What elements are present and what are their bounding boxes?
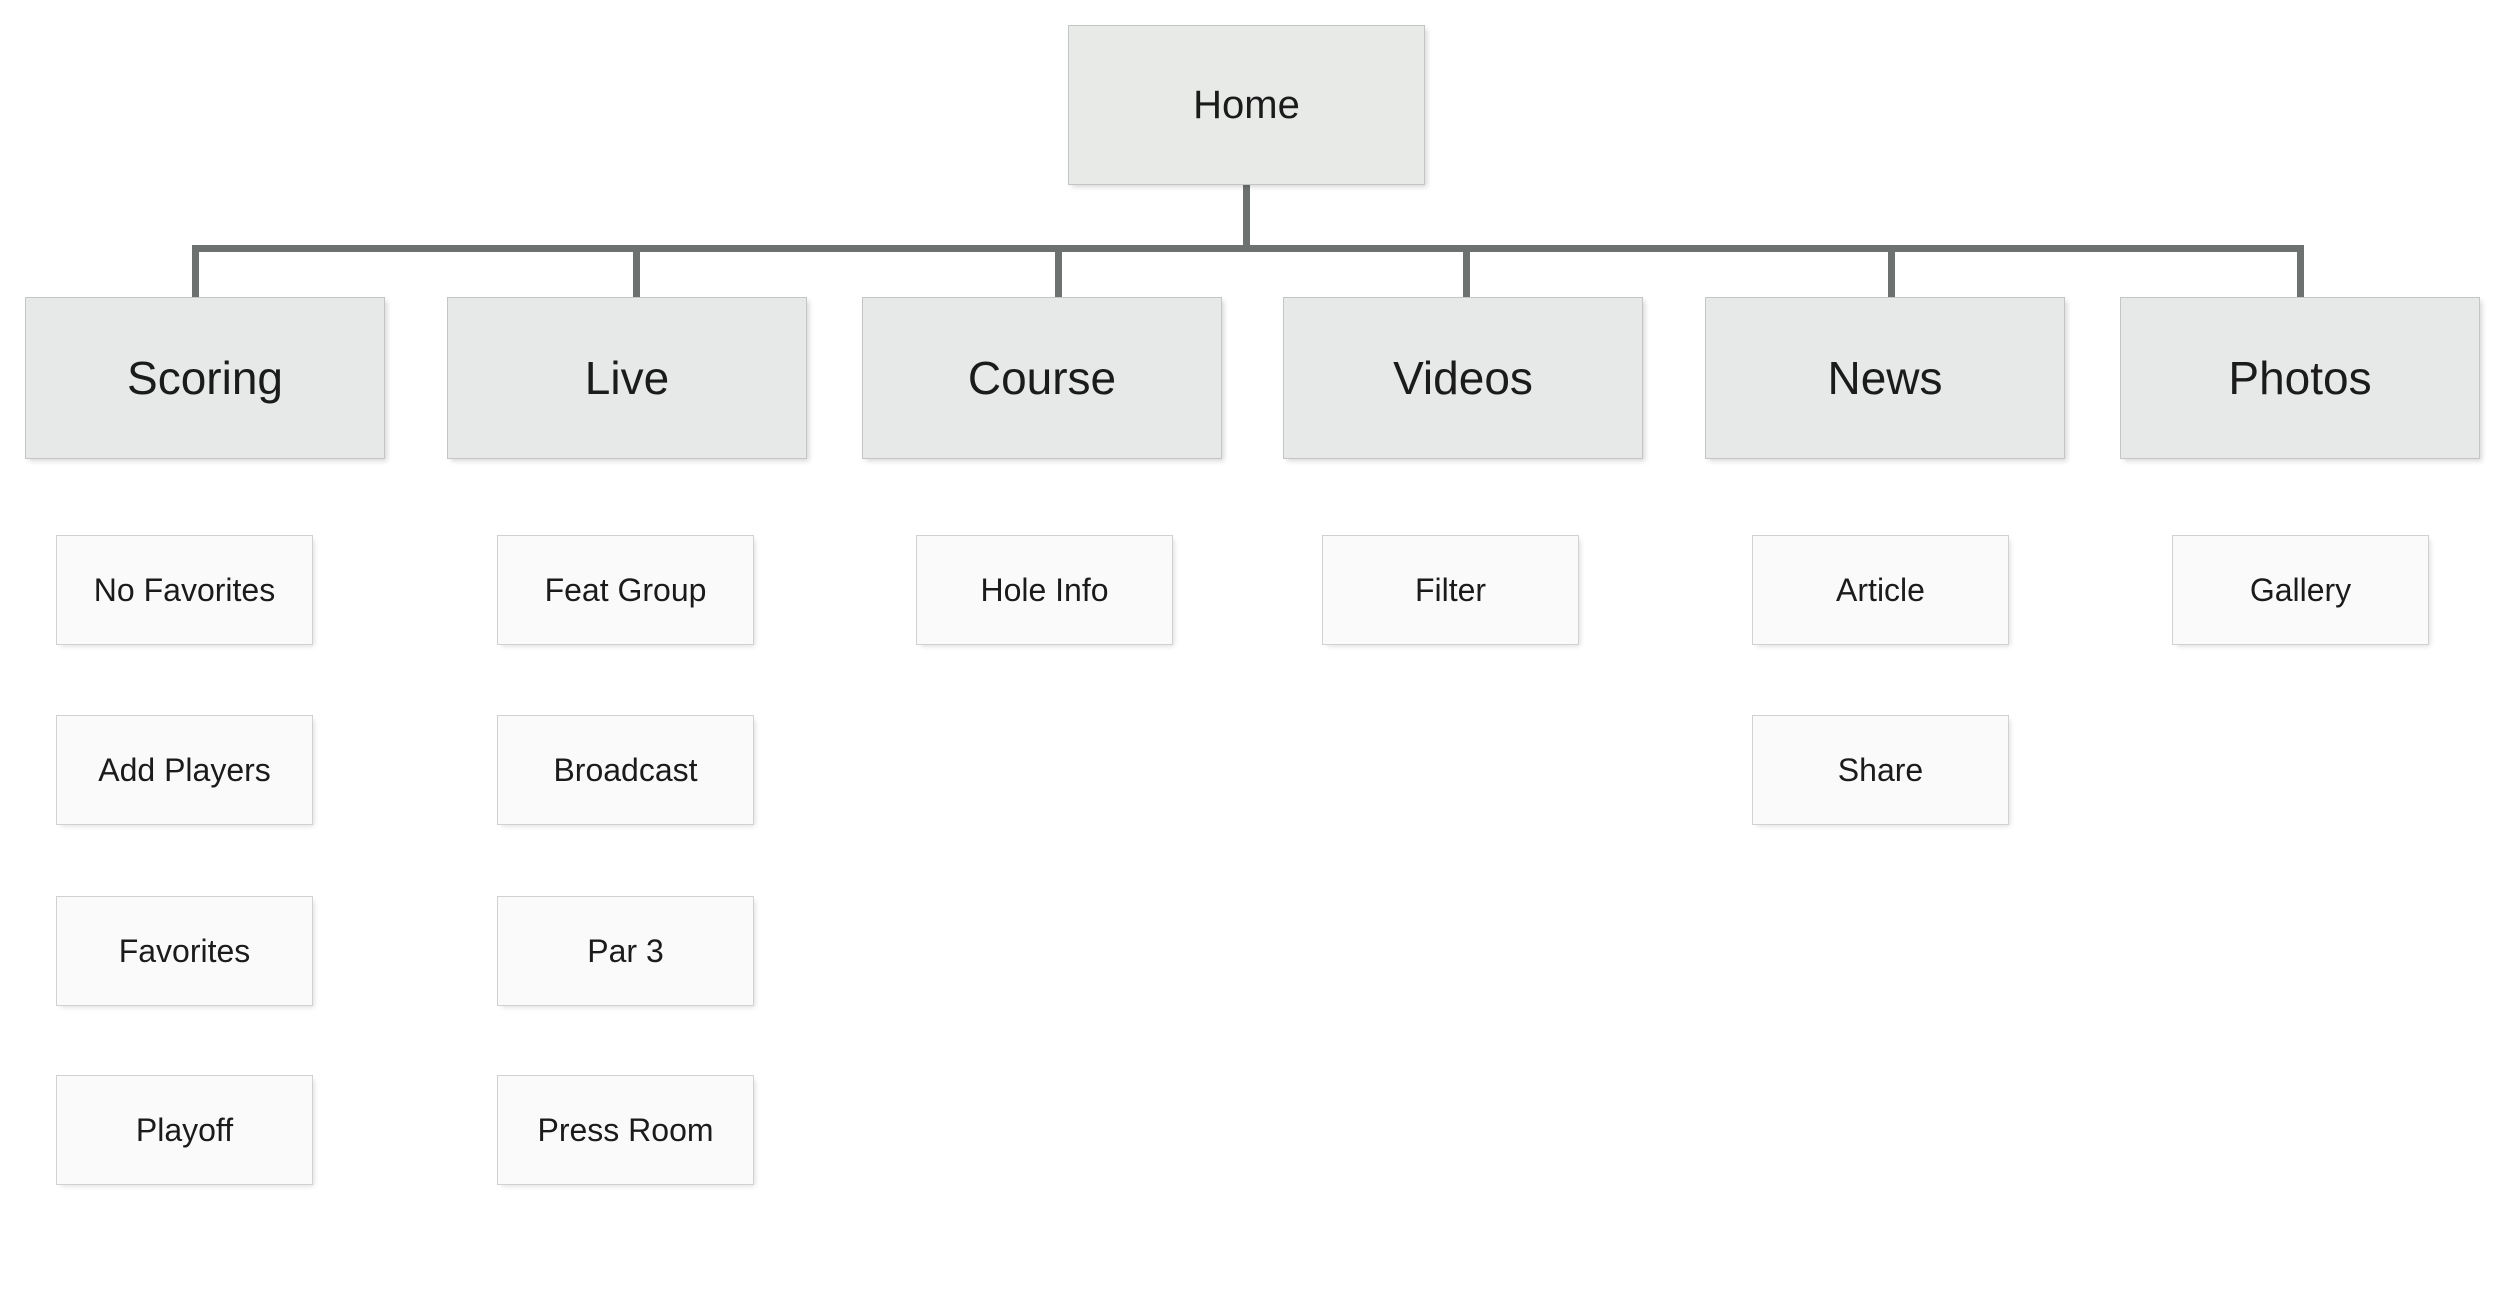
node-filter[interactable]: Filter	[1322, 535, 1579, 645]
node-photos-label: Photos	[2228, 351, 2372, 404]
node-course-label: Course	[967, 351, 1117, 404]
connector-drop-scoring	[192, 245, 199, 300]
node-par-3[interactable]: Par 3	[497, 896, 754, 1006]
node-press-room-label: Press Room	[537, 1111, 714, 1148]
node-photos[interactable]: Photos	[2120, 297, 2480, 459]
node-par-3-label: Par 3	[587, 932, 664, 969]
node-article[interactable]: Article	[1752, 535, 2009, 645]
node-news-label: News	[1827, 351, 1943, 404]
connector-drop-videos	[1463, 245, 1470, 300]
node-playoff[interactable]: Playoff	[56, 1075, 313, 1185]
node-videos-label: Videos	[1393, 351, 1533, 404]
node-favorites-label: Favorites	[118, 932, 251, 969]
node-hole-info[interactable]: Hole Info	[916, 535, 1173, 645]
connector-drop-course	[1055, 245, 1062, 300]
connector-root-stem	[1243, 183, 1250, 247]
node-share[interactable]: Share	[1752, 715, 2009, 825]
node-hole-info-label: Hole Info	[980, 571, 1109, 608]
node-broadcast-label: Broadcast	[553, 751, 698, 788]
node-no-favorites[interactable]: No Favorites	[56, 535, 313, 645]
node-live[interactable]: Live	[447, 297, 807, 459]
node-live-label: Live	[584, 351, 670, 404]
node-share-label: Share	[1837, 751, 1924, 788]
node-favorites[interactable]: Favorites	[56, 896, 313, 1006]
node-scoring-label: Scoring	[127, 351, 283, 404]
node-no-favorites-label: No Favorites	[93, 571, 276, 608]
node-videos[interactable]: Videos	[1283, 297, 1643, 459]
connector-drop-live	[633, 245, 640, 300]
node-home-label: Home	[1193, 83, 1300, 127]
node-gallery[interactable]: Gallery	[2172, 535, 2429, 645]
node-feat-group[interactable]: Feat Group	[497, 535, 754, 645]
node-home[interactable]: Home	[1068, 25, 1425, 185]
node-scoring[interactable]: Scoring	[25, 297, 385, 459]
connector-bus	[192, 245, 2304, 252]
node-add-players[interactable]: Add Players	[56, 715, 313, 825]
node-filter-label: Filter	[1414, 571, 1487, 608]
node-broadcast[interactable]: Broadcast	[497, 715, 754, 825]
node-add-players-label: Add Players	[98, 751, 271, 788]
node-article-label: Article	[1836, 571, 1925, 608]
node-news[interactable]: News	[1705, 297, 2065, 459]
node-playoff-label: Playoff	[135, 1111, 234, 1148]
node-press-room[interactable]: Press Room	[497, 1075, 754, 1185]
node-feat-group-label: Feat Group	[544, 571, 707, 608]
connector-drop-photos	[2297, 245, 2304, 300]
connector-drop-news	[1888, 245, 1895, 300]
node-course[interactable]: Course	[862, 297, 1222, 459]
node-gallery-label: Gallery	[2249, 571, 2352, 608]
